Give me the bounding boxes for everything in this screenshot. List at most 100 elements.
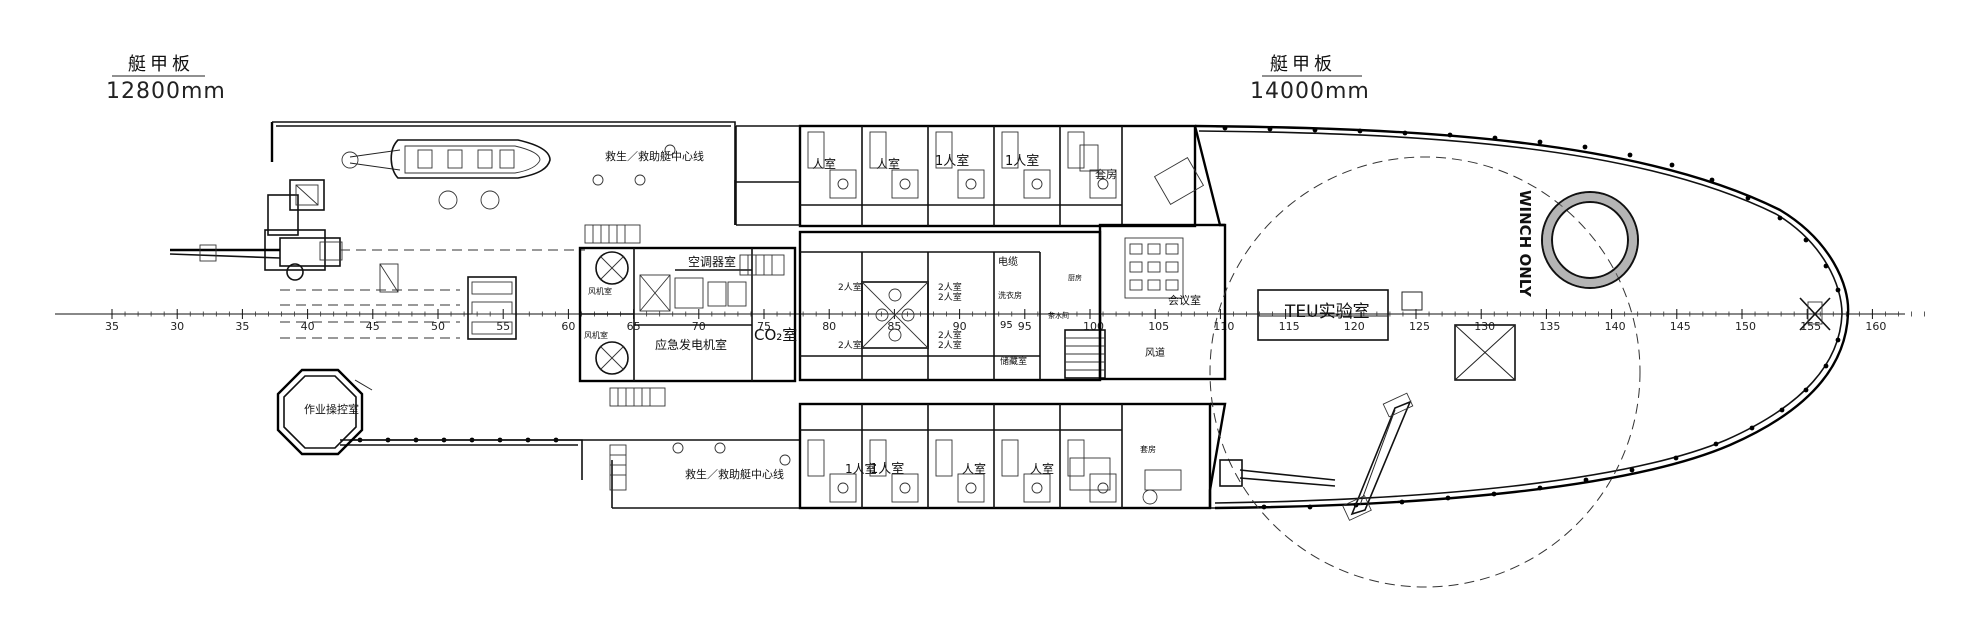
rail-stanchion [1492, 135, 1498, 141]
cabin-fixture [837, 482, 849, 494]
cabin-furniture [891, 169, 919, 199]
rail-stanchion [1261, 504, 1267, 510]
cabin-furniture [891, 473, 919, 503]
duct-label: 风道 [1145, 346, 1165, 359]
frame-number-label: 35 [105, 320, 119, 333]
double-room-1: 2人室 [838, 281, 862, 293]
rail-stanchion [1745, 195, 1751, 201]
frame-number-label: 95 [1018, 320, 1032, 333]
cabin-fixture [1031, 482, 1043, 494]
rail-stanchion [1267, 126, 1273, 132]
rail-stanchion [1627, 152, 1633, 158]
deck-title-fwd-name: 艇甲板 [1270, 54, 1336, 75]
cabin-furniture [807, 131, 825, 169]
cabin-fixture [899, 482, 911, 494]
frame-number-label: 35 [235, 320, 249, 333]
rail-stanchion [1669, 162, 1675, 168]
cabin-furniture [957, 473, 985, 503]
rail-stanchion [1713, 441, 1719, 447]
cabin-furniture [829, 169, 857, 199]
cabin-fixture [1097, 178, 1109, 190]
rail-stanchion [1582, 144, 1588, 150]
room-number-label: 95 [1000, 320, 1013, 331]
rail-stanchion [1491, 491, 1497, 497]
deck-title-aft-name: 艇甲板 [128, 54, 194, 75]
cabin-fixture [899, 178, 911, 190]
cabin-fixture [965, 178, 977, 190]
rail-stanchion [1357, 128, 1363, 134]
suite-bottom-label: 套房 [1140, 444, 1156, 454]
galley-label: 厨房 [1068, 273, 1082, 282]
single-room-bottom-3: 人室 [962, 461, 986, 476]
frame-number-label: 140 [1605, 320, 1626, 333]
double-room-4: 2人室 [938, 339, 962, 351]
double-room-6: 2人室 [938, 329, 962, 341]
frame-number-label: 50 [431, 320, 445, 333]
frame-number-label: 55 [496, 320, 510, 333]
rail-stanchion [1537, 485, 1543, 491]
cabin-furniture [1089, 473, 1117, 503]
frame-number-label: 105 [1148, 320, 1169, 333]
aft-deckhouse: 风机室 风机室 空调器室 应急发电机室 CO₂室 [578, 246, 797, 383]
rail-stanchion [1307, 504, 1313, 510]
cabin-furniture [1067, 439, 1085, 477]
rail-stanchion [1399, 499, 1405, 505]
foredeck: TEU实验室 WINCH ONLY [1142, 156, 1831, 588]
rail-stanchion [1629, 467, 1635, 473]
frame-number-label: 45 [366, 320, 380, 333]
rail-stanchion [1312, 127, 1318, 133]
frame-number-label: 60 [561, 320, 575, 333]
cabin-fixture [837, 178, 849, 190]
rail-stanchion [1749, 425, 1755, 431]
laundry-label: 洗衣房 [998, 290, 1022, 300]
fan-room-bottom-label: 风机室 [584, 330, 608, 340]
cabin-fixture [1031, 178, 1043, 190]
cabin-furniture [1023, 473, 1051, 503]
cabin-furniture [1001, 131, 1019, 169]
frame-number-label: 40 [301, 320, 315, 333]
cabin-furniture [807, 439, 825, 477]
frame-number-label: 150 [1735, 320, 1756, 333]
rescue-area-bottom: 救生／救助艇中心线 [609, 387, 791, 491]
aft-lower-rail [350, 439, 583, 480]
rail-stanchion [1803, 387, 1809, 393]
double-room-5: 2人室 [938, 291, 962, 303]
rail-stanchion [1583, 477, 1589, 483]
single-room-bottom-4: 人室 [1030, 461, 1054, 476]
frame-number-label: 90 [953, 320, 967, 333]
rail-stanchion [1709, 177, 1715, 183]
rail-stanchion [1447, 132, 1453, 138]
deck-title-aft: 艇甲板 12800mm [106, 54, 225, 104]
frame-number-label: 80 [822, 320, 836, 333]
single-room-bottom-1: 1人室 [845, 461, 877, 476]
meeting-room-label: 会议室 [1168, 293, 1201, 307]
frame-number-label: 120 [1344, 320, 1365, 333]
emergency-gen-label: 应急发电机室 [655, 337, 727, 352]
double-room-2: 2人室 [838, 339, 862, 351]
frame-number-label: 70 [692, 320, 706, 333]
fan-room-top-label: 风机室 [588, 286, 612, 296]
frame-number-label: 75 [757, 320, 771, 333]
cabin-furniture [1089, 169, 1117, 199]
frame-number-label: 125 [1409, 320, 1430, 333]
operation-control-label: 作业操控室 [304, 402, 359, 416]
rail-stanchion [1402, 130, 1408, 136]
cabin-furniture [1067, 131, 1085, 169]
electrical-label: 电缆 [998, 255, 1018, 268]
cabin-furniture [957, 169, 985, 199]
lifeboat-top [341, 139, 551, 210]
cabin-furniture [935, 439, 953, 477]
rail-stanchion [1823, 263, 1829, 269]
rail-stanchion [1835, 337, 1841, 343]
deck-title-fwd-level: 14000mm [1250, 79, 1370, 104]
operation-control-room: 作业操控室 [276, 368, 373, 456]
aft-davit [169, 179, 585, 293]
winch-operation-zone [1209, 156, 1641, 588]
single-room-top-4: 1人室 [1005, 153, 1039, 169]
frame-number-label: 130 [1474, 320, 1495, 333]
frame-number-label: 115 [1279, 320, 1300, 333]
suite-top-label: 套房 [1095, 168, 1117, 181]
rescue-centerline-bottom-label: 救生／救助艇中心线 [685, 467, 784, 481]
